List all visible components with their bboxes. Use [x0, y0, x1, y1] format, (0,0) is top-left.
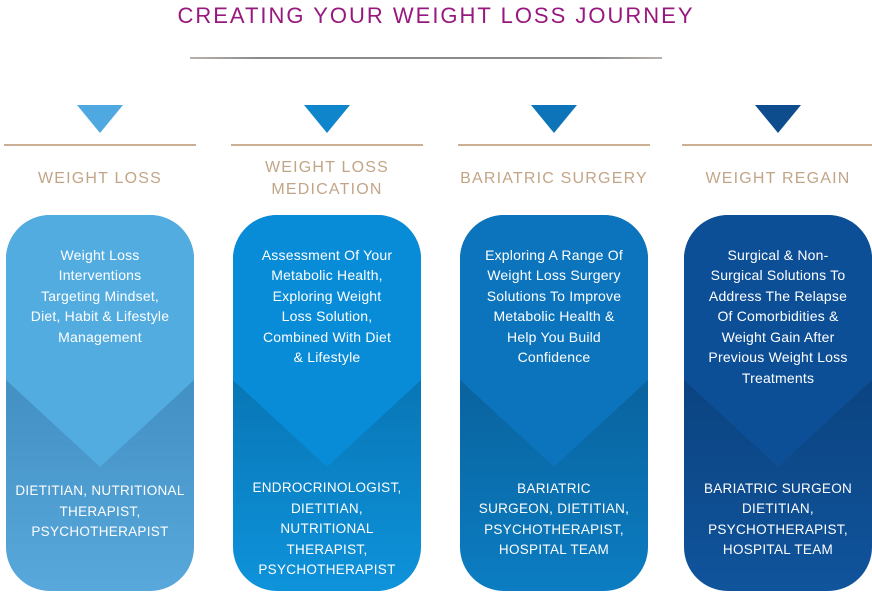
stage-column-weight-loss-medication: WEIGHT LOSS MEDICATION Assessment Of You…	[231, 100, 423, 593]
stage-description: Surgical & Non- Surgical Solutions To Ad…	[708, 247, 848, 386]
stage-card: Surgical & Non- Surgical Solutions To Ad…	[684, 215, 872, 591]
column-rule	[4, 144, 196, 146]
stage-card: Exploring A Range Of Weight Loss Surgery…	[460, 215, 648, 591]
stage-team: BARIATRIC SURGEON, DIETITIAN, PSYCHOTHER…	[478, 480, 630, 558]
down-arrow-icon	[304, 105, 350, 133]
stage-card: Assessment Of Your Metabolic Health, Exp…	[233, 215, 421, 591]
column-rule	[458, 144, 650, 146]
column-heading: WEIGHT REGAIN	[705, 169, 851, 187]
column-rule	[231, 144, 423, 146]
column-heading: WEIGHT LOSS	[37, 169, 163, 187]
stage-card: Weight Loss Interventions Targeting Mind…	[6, 215, 194, 591]
stage-description: Exploring A Range Of Weight Loss Surgery…	[485, 247, 623, 366]
title-divider	[190, 57, 662, 59]
stage-column-bariatric-surgery: BARIATRIC SURGERY Exploring A Range Of W…	[458, 100, 650, 593]
stage-column-weight-loss: WEIGHT LOSS Weight Loss Interventions Ta…	[4, 100, 196, 593]
stage-team: ENDROCRINOLOGIST, DIETITIAN, NUTRITIONAL…	[252, 480, 402, 578]
column-heading: BARIATRIC SURGERY	[460, 169, 648, 187]
column-heading: WEIGHT LOSS MEDICATION	[264, 158, 390, 198]
down-arrow-icon	[531, 105, 577, 133]
down-arrow-icon	[755, 105, 801, 133]
stage-team: BARIATRIC SURGEON DIETITIAN, PSYCHOTHERA…	[703, 480, 853, 558]
stage-description: Assessment Of Your Metabolic Health, Exp…	[261, 247, 393, 366]
stage-description: Weight Loss Interventions Targeting Mind…	[30, 247, 170, 345]
stage-team: DIETITIAN, NUTRITIONAL THERAPIST, PSYCHO…	[15, 483, 185, 540]
column-rule	[682, 144, 872, 146]
stage-column-weight-regain: WEIGHT REGAIN Surgical & Non- Surgical S…	[682, 100, 872, 593]
page-title: CREATING YOUR WEIGHT LOSS JOURNEY	[177, 3, 695, 28]
down-arrow-icon	[77, 105, 123, 133]
